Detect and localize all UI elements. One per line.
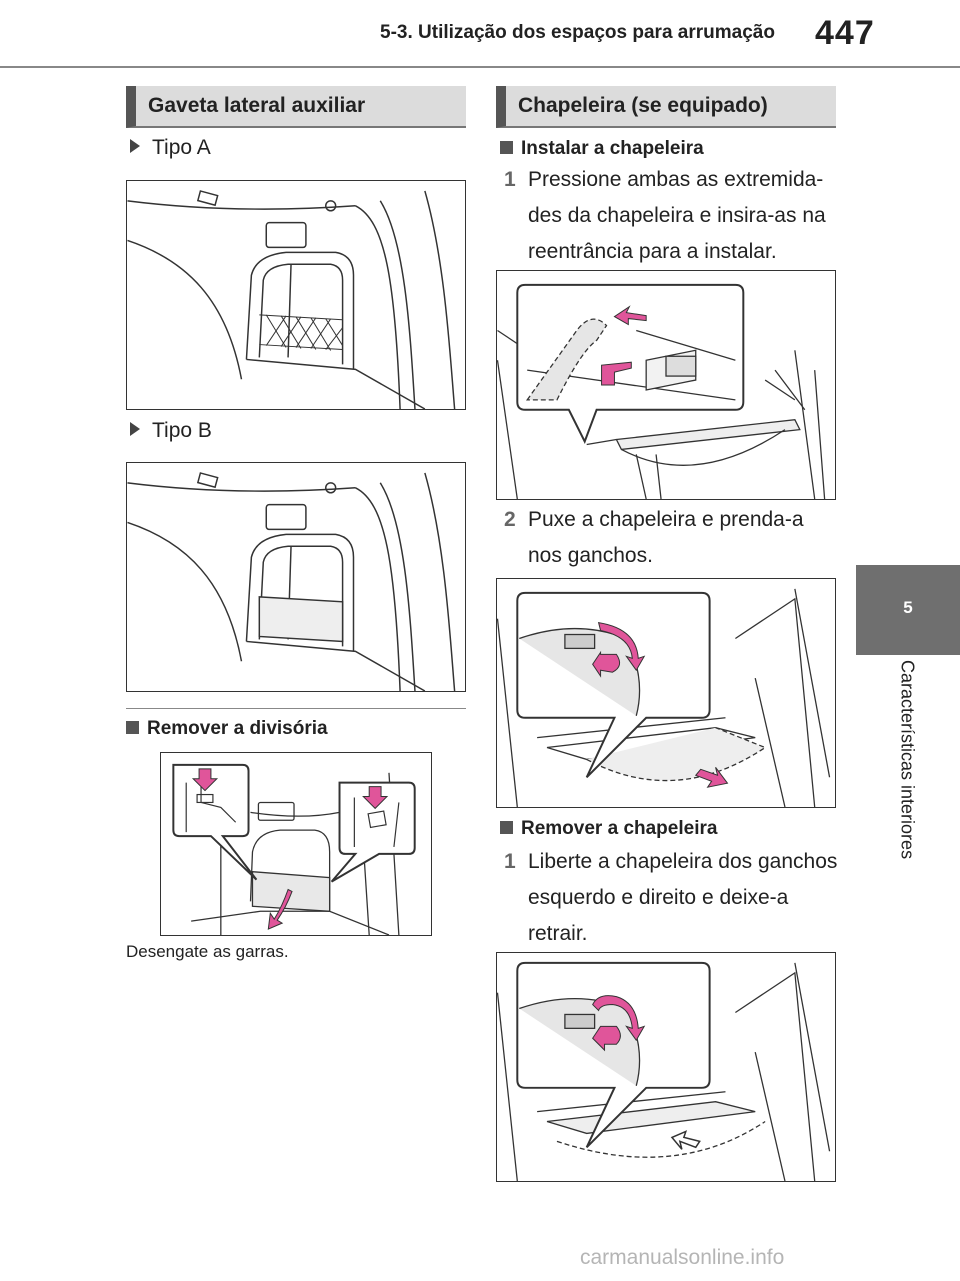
chapter-title: Características interiores bbox=[895, 660, 919, 890]
chapter-title-text: Características interiores bbox=[897, 660, 918, 860]
install-step-1: 1 Pressione ambas as extremida- des da ch… bbox=[504, 162, 844, 270]
trunk-side-pocket-cover-illustration bbox=[127, 472, 456, 691]
triangle-bullet-icon bbox=[130, 139, 140, 153]
trunk-side-pocket-net-illustration bbox=[127, 190, 456, 409]
watermark: carmanualsonline.info bbox=[580, 1246, 785, 1269]
page-number: 447 bbox=[815, 14, 875, 52]
figure-remove-divider bbox=[160, 752, 432, 936]
step-text-line: retrair. bbox=[528, 922, 588, 945]
type-a-label-row: Tipo A bbox=[130, 130, 211, 166]
divider bbox=[126, 708, 466, 709]
step-text-line: Liberte a chapeleira dos ganchos bbox=[528, 850, 838, 873]
section-heading-right-text: Chapeleira (se equipado) bbox=[518, 94, 768, 117]
install-step-2: 2 Puxe a chapeleira e prenda-a nos gancho… bbox=[504, 502, 844, 574]
square-bullet-icon bbox=[500, 141, 513, 154]
figure-remove-cover bbox=[496, 952, 836, 1182]
install-heading-row: Instalar a chapeleira bbox=[500, 138, 704, 160]
remove-divider-caption: Desengate as garras. bbox=[126, 942, 289, 961]
remove-divider-heading-row: Remover a divisória bbox=[126, 718, 328, 740]
type-b-label: Tipo B bbox=[152, 419, 212, 442]
remove-divider-illustration bbox=[172, 763, 416, 935]
section-heading-right: Chapeleira (se equipado) bbox=[496, 86, 836, 128]
header-rule bbox=[0, 66, 960, 68]
step-text-line: esquerdo e direito e deixe-a bbox=[528, 886, 789, 909]
install-heading: Instalar a chapeleira bbox=[521, 138, 704, 159]
hook-tonneau-cover-illustration bbox=[497, 588, 831, 807]
step-text-line: nos ganchos. bbox=[528, 544, 653, 567]
figure-install-cover bbox=[496, 270, 836, 500]
step-number: 1 bbox=[504, 168, 516, 191]
square-bullet-icon bbox=[500, 821, 513, 834]
remove-divider-heading: Remover a divisória bbox=[147, 718, 328, 739]
triangle-bullet-icon bbox=[130, 422, 140, 436]
running-header: 5-3. Utilização dos espaços para arrumaç… bbox=[380, 22, 775, 43]
type-a-label: Tipo A bbox=[152, 136, 211, 159]
remove-cover-heading-row: Remover a chapeleira bbox=[500, 818, 717, 840]
figure-hook-cover bbox=[496, 578, 836, 808]
remove-cover-heading: Remover a chapeleira bbox=[521, 818, 718, 839]
remove-tonneau-cover-illustration bbox=[497, 961, 831, 1181]
remove-step-1: 1 Liberte a chapeleira dos ganchos esquer… bbox=[504, 844, 844, 952]
step-text-line: reentrância para a instalar. bbox=[528, 240, 777, 263]
install-tonneau-cover-illustration bbox=[497, 283, 826, 499]
step-text-line: des da chapeleira e insira-as na bbox=[528, 204, 826, 227]
step-text-line: Pressione ambas as extremida- bbox=[528, 168, 824, 191]
step-number: 1 bbox=[504, 850, 516, 873]
type-b-label-row: Tipo B bbox=[130, 413, 212, 449]
square-bullet-icon bbox=[126, 721, 139, 734]
figure-type-a bbox=[126, 180, 466, 410]
chapter-number: 5 bbox=[903, 598, 913, 617]
step-number: 2 bbox=[504, 508, 516, 531]
chapter-tab bbox=[856, 565, 960, 655]
figure-type-b bbox=[126, 462, 466, 692]
section-heading-left-text: Gaveta lateral auxiliar bbox=[148, 94, 366, 117]
step-text-line: Puxe a chapeleira e prenda-a bbox=[528, 508, 804, 531]
section-heading-left: Gaveta lateral auxiliar bbox=[126, 86, 466, 128]
